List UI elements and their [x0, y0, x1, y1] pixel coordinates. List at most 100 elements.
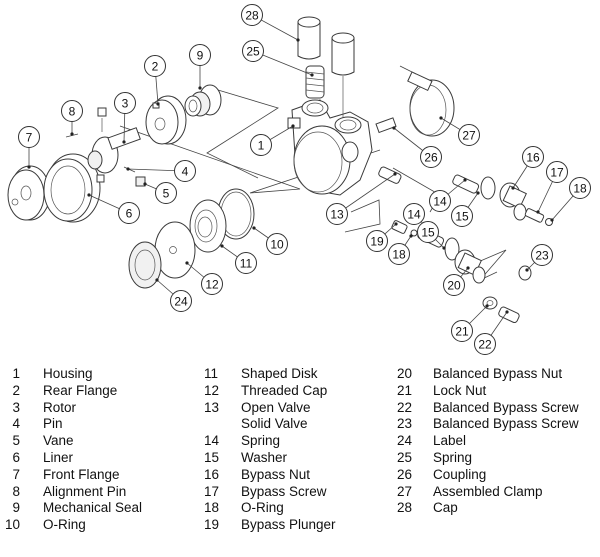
part-name: Solid Valve: [241, 416, 308, 432]
callout-anchor-dot: [155, 278, 159, 282]
callout-7: 7: [18, 126, 40, 169]
part-name: Bypass Screw: [241, 483, 327, 499]
callout-6: 6: [87, 193, 140, 224]
part-name: Housing: [43, 366, 93, 381]
callout-circle: [250, 134, 272, 156]
part-cap-right: [331, 32, 355, 118]
part-o-ring-lower: [410, 229, 418, 237]
callout-anchor-dot: [87, 193, 91, 197]
part-number: 25: [397, 449, 413, 465]
callout-14a: 14: [429, 178, 467, 212]
callout-circle: [266, 233, 288, 255]
part-spring-upper: [452, 174, 480, 194]
callout-circle: [326, 203, 348, 225]
callout-number: 19: [370, 235, 384, 249]
part-number: 4: [12, 416, 20, 432]
callout-15b: 15: [417, 221, 446, 250]
part-number: 28: [397, 500, 413, 516]
part-name: O-Ring: [43, 517, 86, 533]
callout-number: 14: [407, 208, 421, 222]
callout-5: 5: [143, 182, 177, 204]
callout-circle: [417, 221, 439, 243]
part-label: [128, 241, 162, 289]
callout-anchor-dot: [394, 222, 398, 226]
part-number: 9: [12, 500, 20, 516]
part-valve: [378, 166, 402, 184]
part-spring-top: [305, 65, 325, 99]
callout-anchor-dot: [198, 86, 202, 90]
callout-circle: [144, 55, 166, 77]
part-number: 8: [12, 483, 20, 499]
callout-anchor-dot: [310, 73, 314, 77]
callout-26: 26: [392, 126, 442, 168]
callout-number: 16: [526, 151, 540, 165]
callout-anchor-dot: [536, 210, 540, 214]
callout-circle: [18, 126, 40, 148]
callout-circle: [474, 333, 496, 355]
callout-18a: 18: [550, 177, 591, 222]
callout-anchor-dot: [126, 167, 130, 171]
callout-number: 4: [182, 165, 189, 179]
callout-circle: [429, 190, 451, 212]
callout-circle: [451, 205, 473, 227]
part-name: Mechanical Seal: [43, 500, 143, 516]
part-number: 7: [12, 466, 20, 482]
callout-circle: [118, 202, 140, 224]
callout-circle: [61, 100, 83, 122]
part-mechanical-seal: [184, 84, 222, 117]
callout-anchor-dot: [70, 132, 74, 136]
callout-number: 14: [433, 195, 447, 209]
part-number: 6: [12, 449, 20, 465]
callout-anchor-dot: [252, 226, 256, 230]
callout-anchor-dot: [291, 124, 295, 128]
callout-2: 2: [144, 55, 166, 106]
callout-number: 12: [205, 278, 219, 292]
callout-circle: [403, 203, 425, 225]
part-washer-upper: [480, 176, 496, 200]
part-name: Spring: [433, 449, 473, 465]
callout-anchor-dot: [505, 310, 509, 314]
callout-number: 21: [455, 325, 469, 339]
callout-anchor-dot: [550, 218, 554, 222]
callout-number: 2: [152, 60, 159, 74]
part-number: 3: [12, 399, 20, 415]
callout-circle: [170, 290, 192, 312]
callout-21: 21: [451, 304, 489, 342]
callout-circle: [114, 92, 136, 114]
part-number: 24: [397, 433, 413, 449]
part-coupling: [375, 117, 397, 134]
part-vane: [135, 176, 146, 187]
part-name: Spring: [241, 433, 281, 449]
callout-24: 24: [155, 278, 192, 312]
callout-22: 22: [474, 310, 509, 355]
callout-circle: [155, 182, 177, 204]
callout-number: 7: [26, 131, 33, 145]
part-name: Open Valve: [241, 399, 311, 415]
callout-15a: 15: [451, 191, 480, 227]
part-housing: [287, 99, 373, 196]
callout-number: 9: [197, 49, 204, 63]
callout-number: 26: [424, 151, 438, 165]
callout-circle: [546, 161, 568, 183]
callout-anchor-dot: [156, 102, 160, 106]
part-liner: [43, 153, 101, 223]
callout-anchor-dot: [476, 191, 480, 195]
part-name: Balanced Bypass Nut: [433, 366, 563, 381]
part-name: Pin: [43, 416, 63, 432]
part-name: Balanced Bypass Screw: [433, 416, 579, 432]
part-number: 2: [12, 382, 20, 398]
callout-12: 12: [185, 261, 223, 295]
callout-19: 19: [366, 222, 398, 252]
part-number: 23: [397, 416, 413, 432]
callout-number: 17: [550, 166, 564, 180]
part-number: 21: [397, 382, 413, 398]
part-number: 5: [12, 433, 20, 449]
part-number: 13: [204, 399, 220, 415]
part-shaped-disk: [189, 199, 227, 253]
callout-circle: [443, 274, 465, 296]
callout-circle: [522, 146, 544, 168]
callout-leader-line: [336, 173, 396, 215]
part-name: Liner: [43, 449, 74, 465]
part-name: O-Ring: [241, 500, 284, 516]
callout-number: 15: [421, 226, 435, 240]
